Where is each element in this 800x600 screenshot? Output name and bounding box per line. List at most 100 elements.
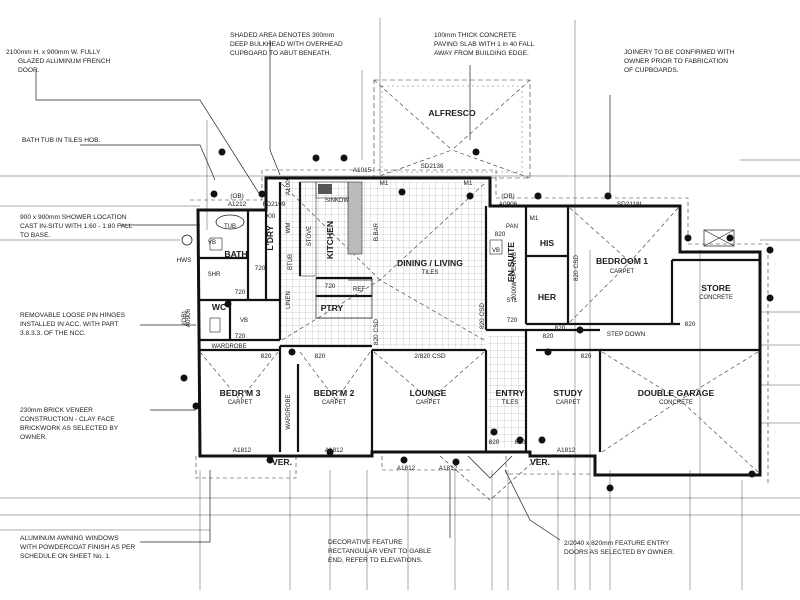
svg-text:SD2118L: SD2118L	[617, 201, 644, 208]
ensuite-basin-icon	[489, 239, 503, 255]
svg-text:820: 820	[555, 325, 566, 332]
svg-text:REMOVABLE LOOSE PIN HINGES: REMOVABLE LOOSE PIN HINGES	[20, 312, 126, 319]
svg-text:820: 820	[685, 321, 696, 328]
svg-text:AWAY FROM BUILDING EDGE.: AWAY FROM BUILDING EDGE.	[434, 50, 529, 57]
svg-text:(OB): (OB)	[501, 193, 515, 200]
svg-text:900 x 900mm SHOWER LOCATION: 900 x 900mm SHOWER LOCATION	[20, 214, 127, 221]
fixtures	[181, 214, 735, 333]
room-tag-bullet	[180, 148, 774, 492]
schedule-labels: SD2136 A1015 M1 M1 M1 (OB) A1212 FD2109 …	[177, 163, 696, 472]
svg-text:VB: VB	[492, 248, 500, 254]
svg-text:GLAZED ALUMINUM FRENCH: GLAZED ALUMINUM FRENCH	[18, 58, 111, 65]
svg-text:HWS: HWS	[177, 257, 192, 264]
svg-text:A0906: A0906	[499, 201, 518, 208]
svg-text:100mm THICK CONCRETE: 100mm THICK CONCRETE	[434, 32, 517, 39]
hws-icon	[181, 234, 193, 246]
svg-text:WM: WM	[286, 223, 292, 234]
svg-text:CONSTRUCTION - CLAY FACE: CONSTRUCTION - CLAY FACE	[20, 416, 115, 423]
svg-text:DEEP BULKHEAD WITH OVERHEAD: DEEP BULKHEAD WITH OVERHEAD	[230, 41, 343, 48]
svg-text:DW: DW	[339, 198, 349, 204]
svg-text:TUB: TUB	[224, 224, 236, 230]
svg-text:820: 820	[489, 439, 500, 446]
svg-text:VB: VB	[240, 318, 248, 324]
note-hinges: REMOVABLE LOOSE PIN HINGES INSTALLED IN …	[20, 312, 126, 337]
svg-text:M1: M1	[530, 215, 539, 222]
room-store-sub: CONCRETE	[699, 295, 733, 301]
kitchen-bench	[299, 181, 317, 277]
room-bedroom1: BEDROOM 1	[596, 256, 648, 266]
bath-tub-icon	[215, 214, 245, 230]
room-her: HER	[538, 292, 557, 302]
svg-text:720: 720	[235, 333, 246, 340]
svg-text:720: 720	[325, 283, 336, 290]
svg-text:DECORATIVE FEATURE: DECORATIVE FEATURE	[328, 539, 403, 546]
svg-text:B.BAR: B.BAR	[374, 222, 380, 241]
vanity-basin-icon	[209, 237, 223, 251]
note-bath-tub: BATH TUB IN TILES HOB.	[22, 137, 101, 144]
room-ptry: PTRY	[321, 303, 344, 313]
svg-text:820: 820	[495, 231, 506, 238]
svg-text:(OB): (OB)	[230, 193, 244, 200]
svg-text:820 CSD: 820 CSD	[573, 255, 580, 281]
svg-text:820: 820	[515, 439, 526, 446]
room-lounge: LOUNGE	[410, 388, 447, 398]
svg-text:CAST IN-SITU WITH 1:60 - 1:80: CAST IN-SITU WITH 1:60 - 1:80 FALL	[20, 223, 133, 230]
note-vent: DECORATIVE FEATURE RECTANGULAR VENT TO G…	[328, 539, 432, 564]
svg-text:BRICKWORK AS SELECTED BY: BRICKWORK AS SELECTED BY	[20, 425, 119, 432]
room-ldry: L'DRY	[265, 225, 275, 250]
room-alfresco: ALFRESCO	[428, 108, 476, 118]
alfresco-slab: ALFRESCO	[373, 79, 531, 179]
svg-text:A1812: A1812	[325, 447, 344, 454]
room-bed2: BEDR'M 2	[314, 388, 355, 398]
outer-walls	[190, 169, 769, 484]
room-linen: LINEN	[286, 291, 292, 309]
room-bed3-sub: CARPET	[228, 400, 253, 406]
svg-text:820: 820	[315, 353, 326, 360]
room-store: STORE	[701, 283, 731, 293]
svg-text:2/820 CSD: 2/820 CSD	[414, 353, 446, 360]
svg-text:OF CUPBOARDS.: OF CUPBOARDS.	[624, 67, 679, 74]
room-ver-left: VER.	[272, 457, 292, 467]
svg-text:INSTALLED IN ACC. WITH PART: INSTALLED IN ACC. WITH PART	[20, 321, 119, 328]
svg-text:230mm BRICK VENEER: 230mm BRICK VENEER	[20, 407, 93, 414]
svg-text:WITH POWDERCOAT FINISH AS PER: WITH POWDERCOAT FINISH AS PER	[20, 544, 135, 551]
svg-text:2100mm H. x 900mm W. FULLY: 2100mm H. x 900mm W. FULLY	[6, 49, 101, 56]
note-entry-doors: 2/2040 x 820mm FEATURE ENTRY DOORS AS SE…	[564, 540, 675, 556]
room-lounge-sub: CARPET	[416, 400, 441, 406]
note-french-door: 2100mm H. x 900mm W. FULLY GLAZED ALUMIN…	[6, 49, 111, 74]
room-entry-sub: TILES	[502, 400, 519, 406]
svg-text:A1015: A1015	[353, 167, 372, 174]
room-wardrobe: WARDROBE	[211, 344, 246, 350]
svg-text:SD2136: SD2136	[420, 163, 444, 170]
room-bath: BATH	[224, 249, 247, 259]
ceiling-lines	[199, 183, 759, 473]
svg-text:A1812: A1812	[439, 465, 458, 472]
svg-text:900: 900	[265, 213, 276, 220]
svg-text:DOORS AS SELECTED BY OWNER.: DOORS AS SELECTED BY OWNER.	[564, 549, 675, 556]
svg-text:820 CSD: 820 CSD	[479, 303, 486, 329]
svg-text:820: 820	[581, 353, 592, 360]
svg-text:FD2109: FD2109	[263, 201, 286, 208]
room-wardrobe-2: WARDROBE	[286, 394, 292, 429]
svg-text:2/2040 x 820mm FEATURE ENTRY: 2/2040 x 820mm FEATURE ENTRY	[564, 540, 670, 547]
svg-text:DOOR.: DOOR.	[18, 67, 40, 74]
svg-text:820 CSD: 820 CSD	[373, 319, 380, 345]
room-garage-sub: CONCRETE	[659, 400, 693, 406]
svg-text:720: 720	[235, 289, 246, 296]
room-ensuite: EN-SUITE	[506, 242, 516, 282]
room-bed2-sub: CARPET	[322, 400, 347, 406]
note-paving: 100mm THICK CONCRETE PAVING SLAB WITH 1 …	[434, 32, 534, 57]
note-joinery: JOINERY TO BE CONFIRMED WITH OWNER PRIOR…	[624, 49, 734, 74]
svg-text:JOINERY TO BE CONFIRMED WITH: JOINERY TO BE CONFIRMED WITH	[624, 49, 734, 56]
svg-text:M1: M1	[380, 180, 389, 187]
note-brick: 230mm BRICK VENEER CONSTRUCTION - CLAY F…	[20, 407, 119, 441]
note-shower: 900 x 900mm SHOWER LOCATION CAST IN-SITU…	[20, 214, 133, 239]
svg-text:820: 820	[261, 353, 272, 360]
svg-text:SHR: SHR	[208, 272, 221, 278]
svg-text:A1812: A1812	[233, 447, 252, 454]
svg-text:STOVE: STOVE	[307, 226, 313, 246]
room-labels: BATH L'DRY KITCHEN DINING / LIVING TILES…	[211, 221, 732, 467]
svg-text:A1212: A1212	[228, 201, 247, 208]
room-study: STUDY	[553, 388, 582, 398]
